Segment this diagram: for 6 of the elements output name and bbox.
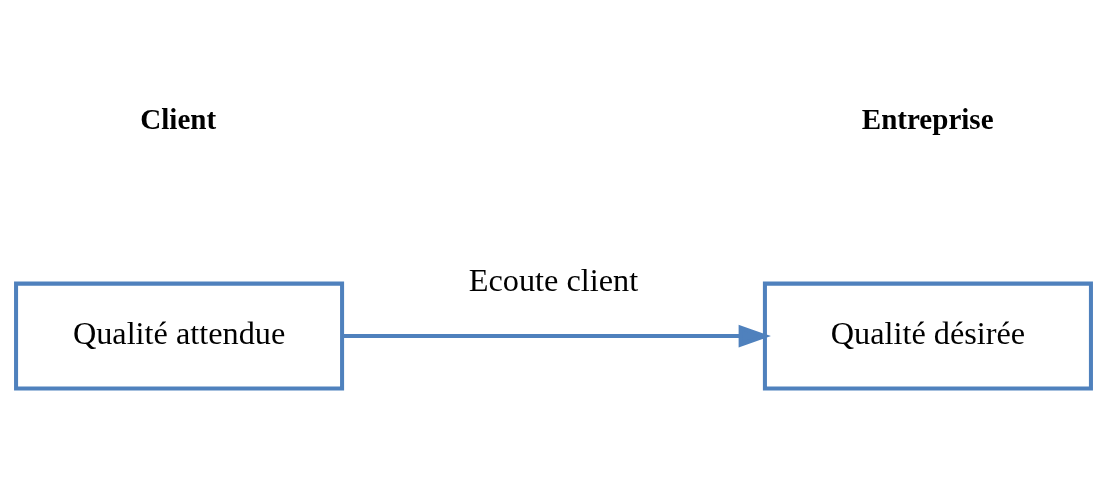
- node-box: Qualité désirée: [762, 281, 1093, 391]
- node-box: Qualité attendue: [14, 281, 345, 391]
- label: Entreprise: [861, 102, 994, 135]
- edge-label: Ecoute client: [468, 261, 639, 298]
- arrow: [342, 324, 771, 347]
- label: Client: [140, 102, 217, 135]
